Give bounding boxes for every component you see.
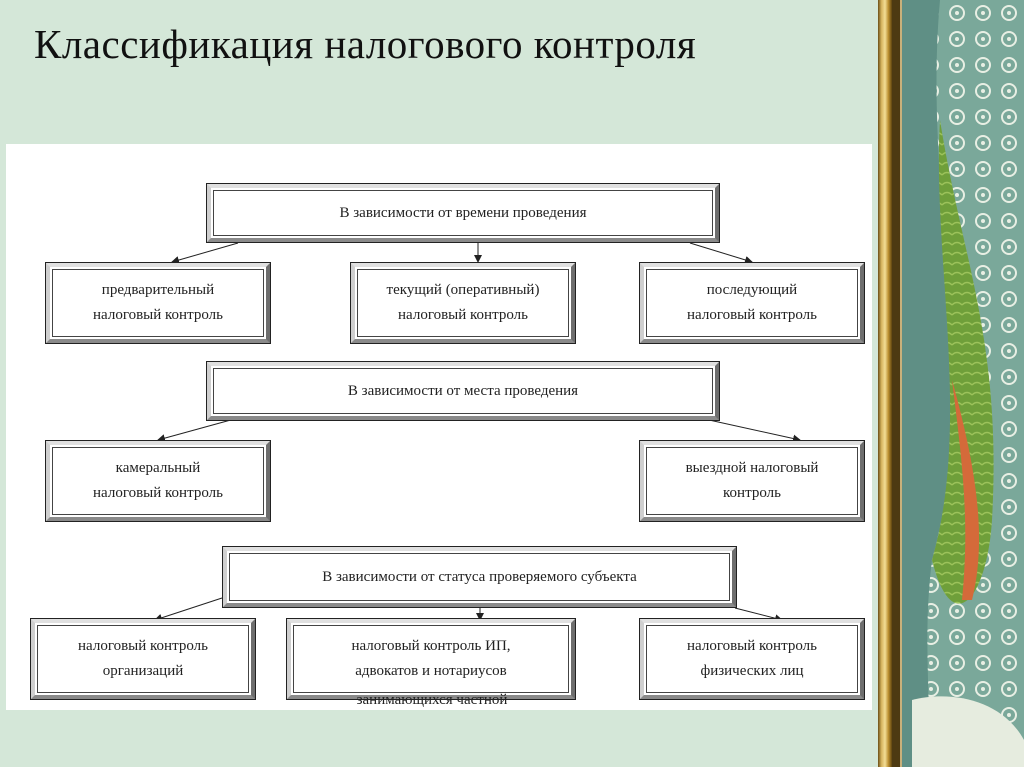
node-individuals-label: налоговый контроль физических лиц xyxy=(646,625,858,693)
node-entrepreneurs-label: налоговый контроль ИП, адвокатов и нотар… xyxy=(293,625,569,693)
node-current-control: текущий (оперативный) налоговый контроль xyxy=(350,262,576,344)
node-desk-label: камеральный налоговый контроль xyxy=(52,447,264,515)
node-entrepreneurs-overflow: занимающихся частной xyxy=(356,692,508,708)
node-current-label: текущий (оперативный) налоговый контроль xyxy=(357,269,569,337)
node-entrepreneurs-control: налоговый контроль ИП, адвокатов и нотар… xyxy=(286,618,576,700)
slide-title: Классификация налогового контроля xyxy=(34,21,697,67)
arrow-place-right xyxy=(699,417,801,443)
gold-border-bar xyxy=(878,0,892,767)
node-field-control: выездной налоговый контроль xyxy=(639,440,865,522)
node-preliminary-control: предварительный налоговый контроль xyxy=(45,262,271,344)
decorative-pattern xyxy=(892,0,1024,767)
header-time: В зависимости от времени проведения xyxy=(206,183,720,243)
node-subsequent-control: последующий налоговый контроль xyxy=(639,262,865,344)
header-status: В зависимости от статуса проверяемого су… xyxy=(222,546,737,608)
node-desk-control: камеральный налоговый контроль xyxy=(45,440,271,522)
connector-arrows xyxy=(154,242,801,623)
arrow-place-left xyxy=(157,417,239,443)
node-field-label: выездной налоговый контроль xyxy=(646,447,858,515)
arrow-time-right xyxy=(689,242,753,264)
arrow-status-left xyxy=(154,597,223,622)
header-status-label: В зависимости от статуса проверяемого су… xyxy=(229,553,730,601)
node-organizations-control: налоговый контроль организаций xyxy=(30,618,256,700)
header-place-label: В зависимости от места проведения xyxy=(213,368,713,414)
node-preliminary-label: предварительный налоговый контроль xyxy=(52,269,264,337)
arrow-time-left xyxy=(171,242,239,264)
node-individuals-control: налоговый контроль физических лиц xyxy=(639,618,865,700)
header-time-label: В зависимости от времени проведения xyxy=(213,190,713,236)
node-subsequent-label: последующий налоговый контроль xyxy=(646,269,858,337)
header-place: В зависимости от места проведения xyxy=(206,361,720,421)
decorative-fabric xyxy=(892,0,1024,767)
node-organizations-label: налоговый контроль организаций xyxy=(37,625,249,693)
